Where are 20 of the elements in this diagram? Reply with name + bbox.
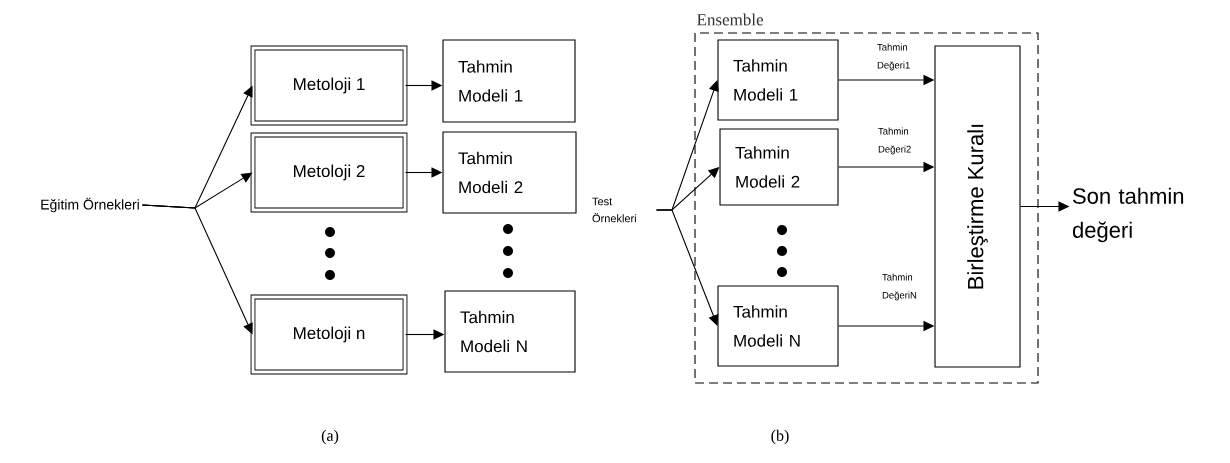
method-box: Metoloji 2: [250, 132, 408, 213]
model-box: Tahmin Modeli 2: [719, 128, 839, 206]
input-label: Test Örnekleri: [592, 197, 636, 223]
combiner-box: Birleştirme Kuralı: [934, 45, 1021, 368]
edge-label: Tahmin Değeri1: [876, 42, 918, 72]
method-box: Metoloji 1: [250, 45, 408, 126]
model-box: Tahmin Modeli 1: [442, 39, 576, 123]
model-box: Tahmin Modeli 2: [442, 131, 577, 214]
input-label: Eğitim Örnekleri: [41, 197, 139, 213]
edge-label: Tahmin Değeri2: [877, 126, 919, 156]
model-box: Tahmin Modeli 1: [717, 39, 839, 121]
output-label: Son tahmin değeri: [1072, 187, 1184, 243]
box-heading: Ensemble: [697, 13, 764, 26]
panel-caption: (a): [321, 429, 339, 445]
edge-label: Tahmin DeğeriN: [881, 272, 923, 302]
method-box: Metoloji n: [250, 294, 408, 375]
arrow: [656, 209, 719, 326]
model-box: Tahmin Modeli N: [717, 285, 839, 367]
panel-caption: (b): [771, 429, 789, 445]
model-box: Tahmin Modeli N: [444, 290, 576, 373]
